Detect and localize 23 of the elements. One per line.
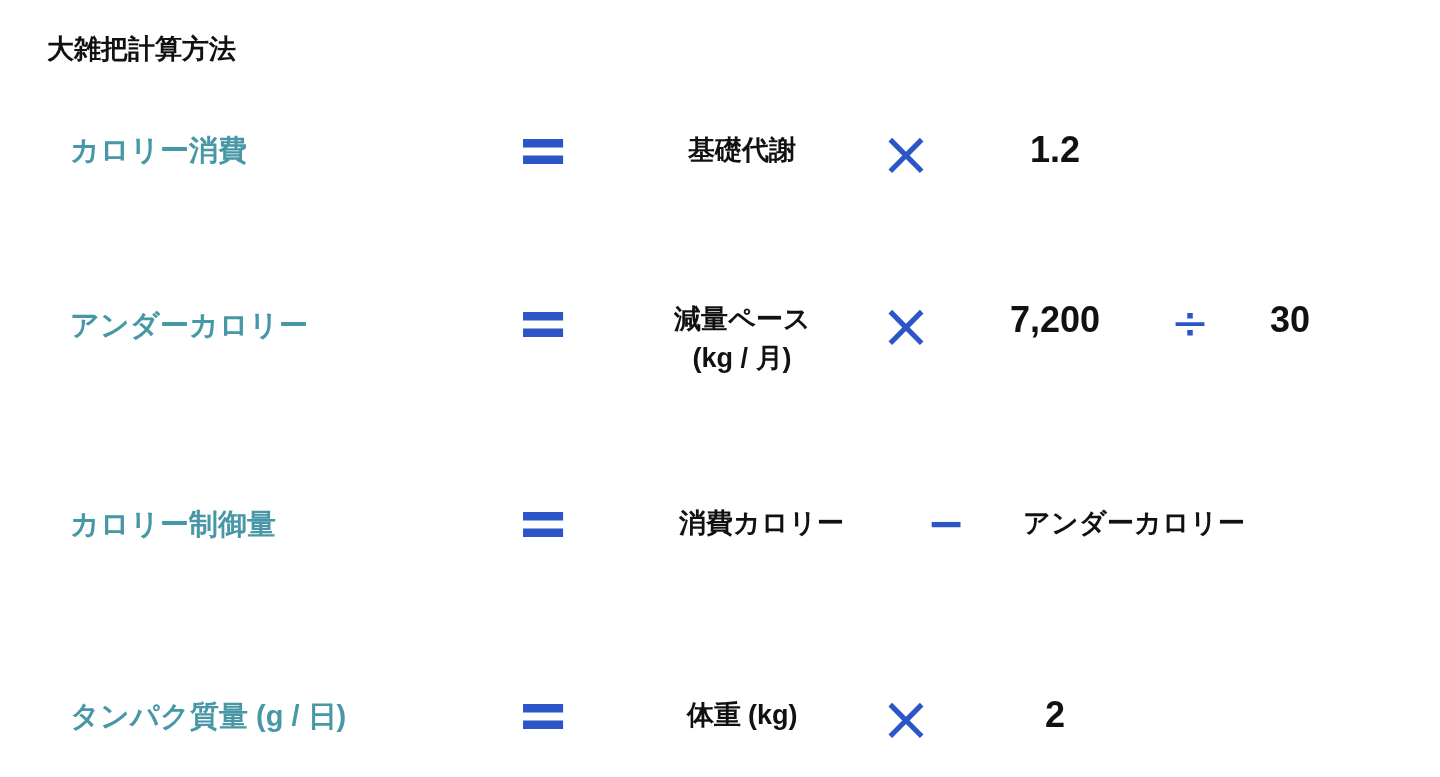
number-text: 30	[1270, 298, 1310, 342]
term-label: 減量ペース (kg / 月)	[672, 302, 812, 375]
multiply-sign: ×	[880, 295, 932, 357]
number-text: 7,200	[1009, 298, 1101, 342]
result-label: カロリー消費	[70, 132, 247, 168]
result-label: タンパク質量 (g / 日)	[70, 698, 347, 734]
number-text: 2	[1045, 693, 1065, 737]
equals-sign: =	[516, 678, 570, 752]
multiply-sign: ×	[880, 123, 932, 185]
equals-sign: =	[516, 286, 570, 360]
heading: 大雑把計算方法	[47, 33, 236, 66]
minus-sign: −	[926, 500, 966, 546]
equals-sign: =	[516, 486, 570, 560]
term-label: アンダーカロリー	[1023, 506, 1245, 540]
term-label: 消費カロリー	[678, 506, 844, 540]
term-label: 基礎代謝	[688, 133, 796, 167]
result-label: アンダーカロリー	[70, 307, 308, 343]
equals-sign: =	[516, 113, 570, 187]
number-text: 1.2	[1030, 128, 1080, 172]
term-label: 体重 (kg)	[686, 698, 798, 732]
divide-sign: ÷	[1170, 299, 1210, 345]
result-label: カロリー制御量	[70, 506, 276, 542]
multiply-sign: ×	[880, 688, 932, 750]
